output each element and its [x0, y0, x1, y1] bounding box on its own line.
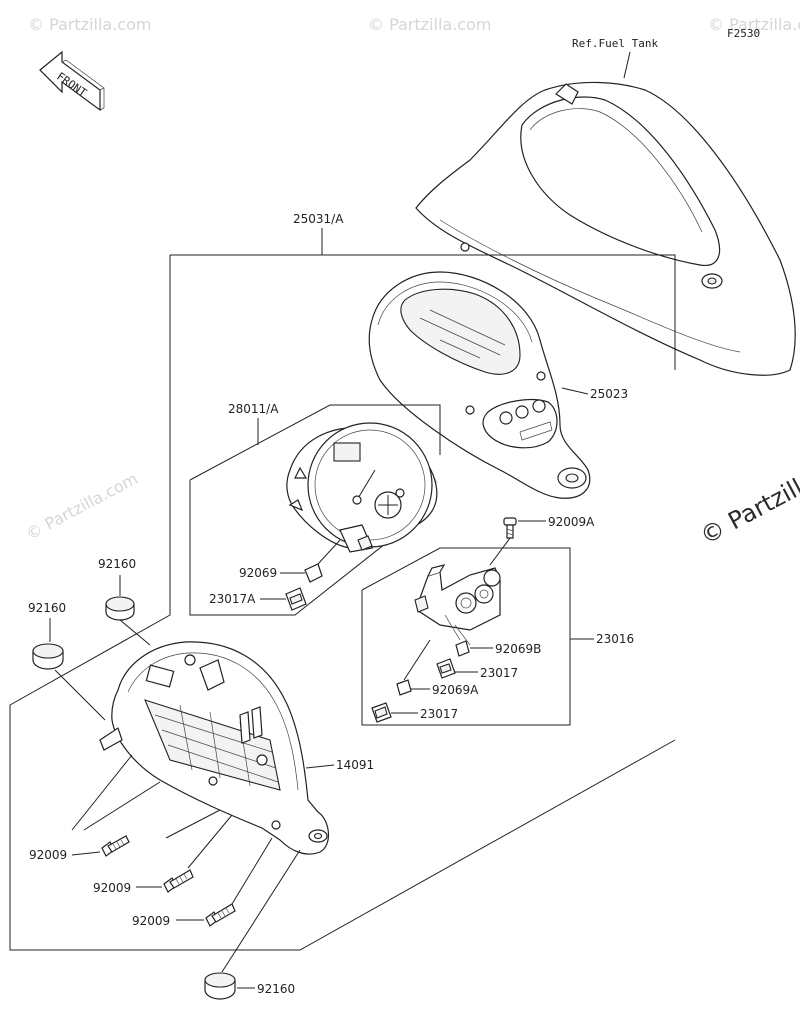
label-92009-2: 92009 — [93, 881, 131, 895]
meter-cover — [99, 641, 329, 855]
label-25031a: 25031/A — [293, 212, 344, 226]
leader-ref-fuel-tank — [623, 51, 631, 79]
label-23017-lower: 23017 — [420, 707, 458, 721]
label-28011a: 28011/A — [228, 402, 279, 416]
leader-92009a — [489, 520, 546, 566]
indicator-assembly — [414, 564, 501, 646]
label-92069a: 92069A — [432, 683, 479, 697]
grommet-92160-bottom — [204, 972, 236, 1000]
label-92009-1: 92009 — [29, 848, 67, 862]
leader-92160-top — [119, 575, 151, 646]
fuel-tank-cover — [415, 81, 796, 376]
grommet-92160-top — [105, 596, 135, 621]
bracket-28011a — [189, 404, 441, 616]
label-92160-bottom: 92160 — [257, 982, 295, 996]
socket-23017-lower — [371, 702, 392, 723]
label-23017-upper: 23017 — [480, 666, 518, 680]
label-92160-top: 92160 — [98, 557, 136, 571]
screw-92009-1 — [101, 835, 130, 857]
leader-25023 — [561, 387, 589, 395]
front-arrow-icon: FRONT — [39, 50, 105, 112]
leader-92009-3 — [176, 837, 273, 921]
socket-23017-upper — [436, 658, 456, 679]
screw-92009a — [503, 517, 517, 539]
label-92160-left: 92160 — [28, 601, 66, 615]
bulb-92069a — [396, 679, 412, 696]
speedometer-unit — [286, 422, 438, 553]
label-14091: 14091 — [336, 758, 374, 772]
leader-14091 — [305, 764, 335, 769]
leader-92160-left — [49, 618, 106, 721]
leader-92009-1 — [71, 754, 161, 856]
bracket-25031a — [9, 254, 676, 951]
label-23017a: 23017A — [209, 592, 256, 606]
watermark-mid-left: © Partzilla.com — [23, 469, 141, 544]
label-92069b: 92069B — [495, 642, 541, 656]
watermark-top-left: © Partzilla.com — [28, 15, 151, 34]
screw-92009-2 — [163, 869, 194, 893]
label-ref-fuel-tank: Ref.Fuel Tank — [572, 37, 658, 50]
label-92009a: 92009A — [548, 515, 595, 529]
socket-23017a — [285, 587, 307, 611]
bulb-92069b — [455, 640, 470, 657]
label-92069: 92069 — [239, 566, 277, 580]
label-25023: 25023 — [590, 387, 628, 401]
leader-92160-bottom — [221, 849, 301, 989]
label-23016: 23016 — [596, 632, 634, 646]
screw-92009-3 — [205, 903, 236, 927]
watermark-top-center: © Partzilla.com — [368, 15, 491, 34]
meter-case — [368, 242, 591, 499]
watermark-right-edge: © Partzill — [696, 473, 800, 550]
label-92009-3: 92009 — [132, 914, 170, 928]
watermark-top-right: © Partzilla.com — [708, 15, 800, 34]
figure-code: F2530 — [727, 27, 760, 40]
grommet-92160-left — [32, 643, 64, 670]
bracket-23016 — [361, 547, 571, 726]
bulb-92069 — [304, 563, 323, 583]
leader-92069 — [280, 539, 341, 574]
leader-92069a — [403, 639, 431, 690]
leader-92009-2 — [136, 809, 233, 888]
